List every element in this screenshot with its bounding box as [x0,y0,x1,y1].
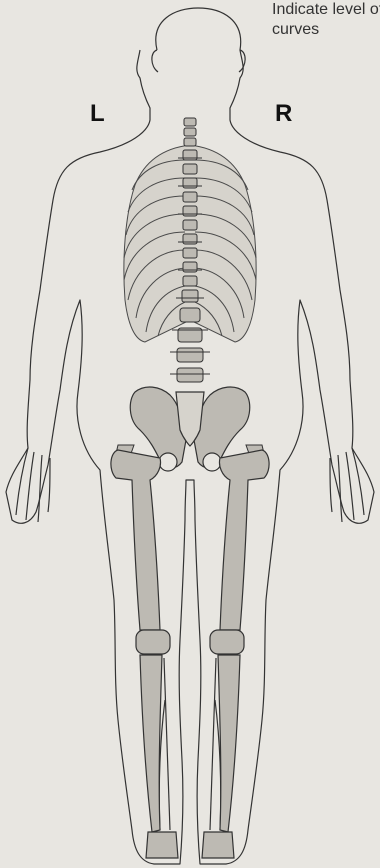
left-patella [136,630,170,654]
right-patella [210,630,244,654]
left-fibula [164,658,170,830]
vertebra [183,248,197,258]
left-hip-socket [159,453,177,471]
vertebra [183,220,197,230]
vertebra [183,164,197,174]
vertebra [180,308,200,322]
vertebra [177,348,203,362]
right-hip-socket [203,453,221,471]
vertebra [182,290,198,302]
right-foot [202,832,234,858]
vertebra [184,118,196,126]
right-tibia [218,655,240,832]
vertebra [183,276,197,286]
leg-bones [111,450,269,858]
left-tibia [140,655,162,832]
left-ear [152,50,158,72]
vertebra [184,138,196,146]
vertebra [183,192,197,202]
vertebra [177,368,203,382]
right-fibula [210,658,216,830]
left-femur [111,450,161,630]
left-foot [146,832,178,858]
right-femur [219,450,269,630]
vertebra [184,128,196,136]
